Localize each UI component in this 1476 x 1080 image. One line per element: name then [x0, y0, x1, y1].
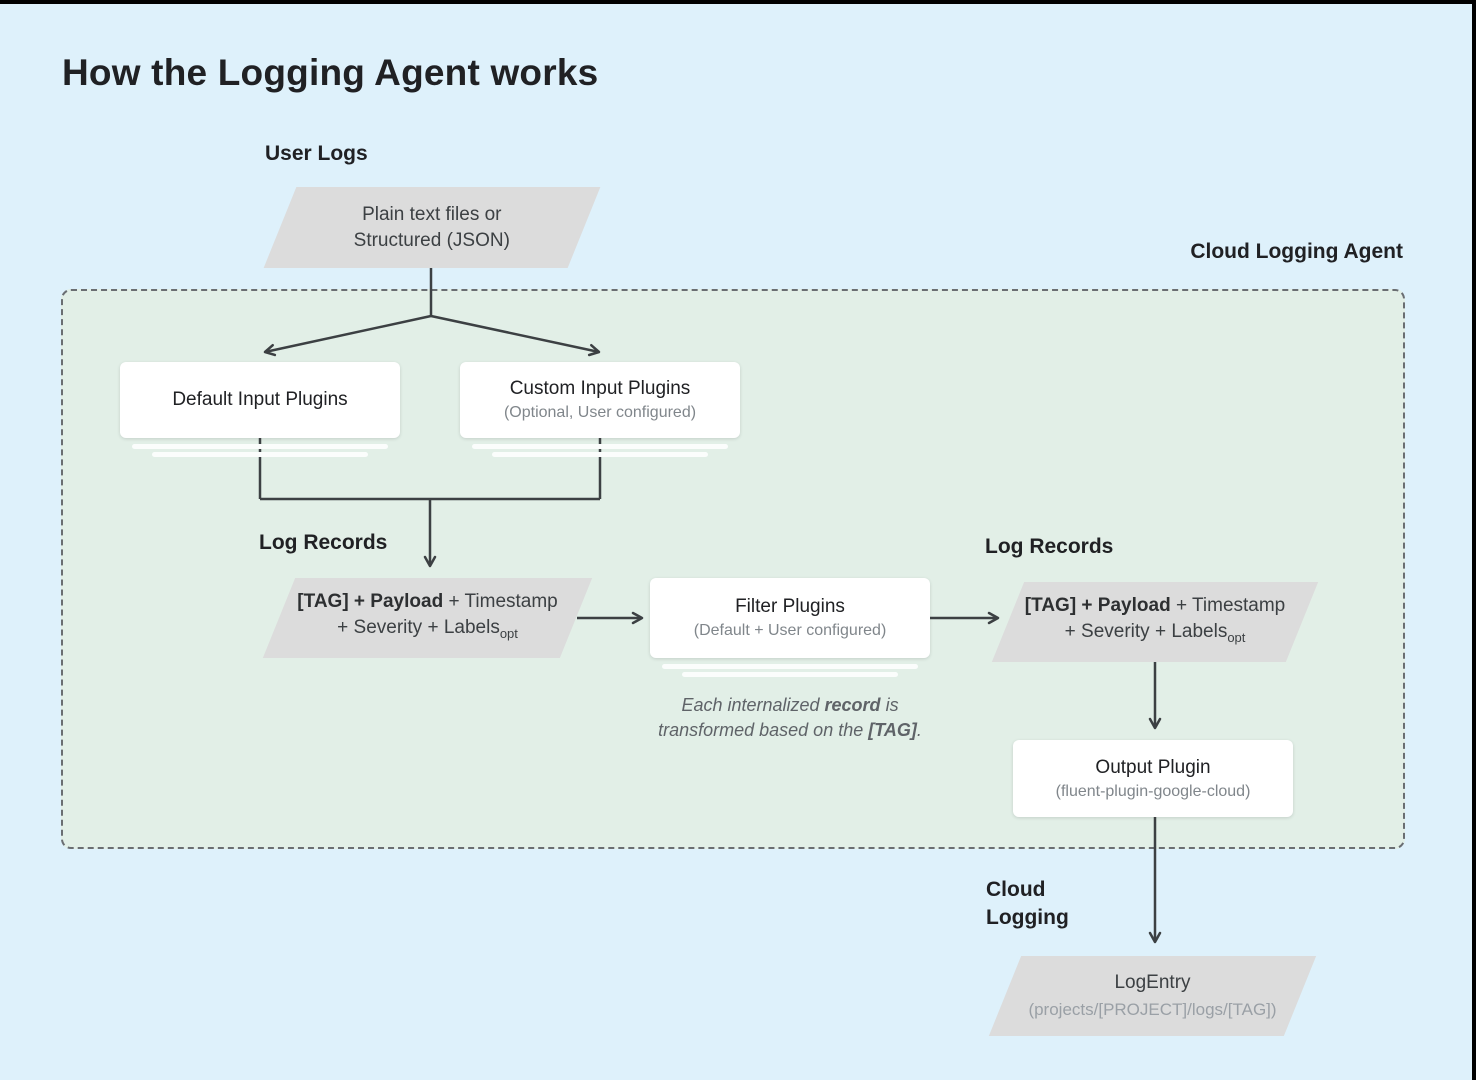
output-plugin-subtitle: (fluent-plugin-google-cloud)	[1055, 782, 1251, 800]
note-text: transformed based on the	[658, 720, 869, 740]
custom-input-plugins-title: Custom Input Plugins	[509, 378, 691, 399]
log-records-label-right: Log Records	[985, 535, 1114, 558]
record-line2: + Severity + Labelsopt	[1008, 619, 1302, 651]
cloud-logging-label-line1: Cloud	[986, 878, 1046, 901]
record-opt-subscript: opt	[499, 625, 518, 641]
cloud-logging-label-line2: Logging	[986, 906, 1069, 929]
record-severity-labels: + Severity + Labels	[337, 617, 500, 639]
record-tag-payload: [TAG] + Payload	[1024, 595, 1171, 617]
transform-note: Each internalized record is transformed …	[610, 693, 970, 743]
stack-line	[492, 452, 708, 457]
note-bold-record: record	[824, 695, 881, 715]
record-timestamp: + Timestamp	[443, 591, 558, 613]
stack-line	[152, 452, 368, 457]
stack-line	[682, 672, 898, 677]
log-records-label-left: Log Records	[259, 531, 388, 554]
window-frame-top	[0, 0, 1476, 4]
filter-plugins-subtitle: (Default + User configured)	[693, 622, 887, 639]
record-line2: + Severity + Labelsopt	[279, 615, 576, 647]
note-text: .	[916, 720, 922, 740]
logentry-title: LogEntry	[1114, 972, 1191, 993]
user-input-parallelogram: Plain text files or Structured (JSON)	[263, 187, 601, 268]
record-opt-subscript: opt	[1227, 629, 1246, 645]
record-text-left: [TAG] + Payload + Timestamp + Severity +…	[279, 589, 576, 647]
window-frame-right	[1472, 0, 1476, 1080]
transform-note-line1: Each internalized record is	[610, 693, 970, 718]
note-bold-tag: [TAG]	[868, 720, 917, 740]
record-timestamp: + Timestamp	[1170, 595, 1286, 617]
record-line1: [TAG] + Payload + Timestamp	[1008, 593, 1302, 619]
stack-line	[132, 444, 388, 449]
logentry-text: LogEntry (projects/[PROJECT]/logs/[TAG])	[1005, 970, 1300, 1022]
note-text: is	[880, 695, 899, 715]
connector-split-to-default	[263, 314, 432, 357]
output-plugin-title: Output Plugin	[1095, 756, 1211, 778]
user-input-text: Plain text files or Structured (JSON)	[280, 202, 584, 254]
note-text: Each internalized	[681, 695, 825, 715]
connector-split-to-custom	[430, 314, 601, 357]
record-tag-payload: [TAG] + Payload	[297, 591, 444, 613]
filter-plugins-title: Filter Plugins	[735, 596, 845, 617]
record-line1: [TAG] + Payload + Timestamp	[279, 589, 576, 615]
stack-line	[472, 444, 728, 449]
user-input-line2: Structured (JSON)	[353, 229, 511, 251]
custom-input-plugins-subtitle: (Optional, User configured)	[503, 404, 697, 421]
transform-note-line2: transformed based on the [TAG].	[610, 718, 970, 743]
record-text-right: [TAG] + Payload + Timestamp + Severity +…	[1008, 593, 1302, 651]
filter-plugins-box: Filter Plugins (Default + User configure…	[650, 578, 930, 658]
output-plugin-box: Output Plugin (fluent-plugin-google-clou…	[1013, 740, 1293, 817]
record-parallelogram-right: [TAG] + Payload + Timestamp + Severity +…	[991, 582, 1319, 662]
logentry-parallelogram: LogEntry (projects/[PROJECT]/logs/[TAG])	[988, 956, 1317, 1036]
user-logs-label: User Logs	[265, 142, 368, 165]
record-parallelogram-left: [TAG] + Payload + Timestamp + Severity +…	[262, 578, 593, 658]
record-severity-labels: + Severity + Labels	[1064, 621, 1228, 643]
user-input-line1: Plain text files or	[362, 203, 502, 225]
cloud-logging-agent-label: Cloud Logging Agent	[1190, 240, 1403, 263]
custom-input-plugins-box: Custom Input Plugins (Optional, User con…	[460, 362, 740, 438]
default-input-plugins-title: Default Input Plugins	[172, 389, 348, 410]
logentry-subtitle: (projects/[PROJECT]/logs/[TAG])	[1028, 1000, 1277, 1019]
page-title: How the Logging Agent works	[62, 52, 599, 93]
stack-line	[662, 664, 918, 669]
default-input-plugins-box: Default Input Plugins	[120, 362, 400, 438]
cloud-logging-label: Cloud Logging	[986, 876, 1069, 932]
